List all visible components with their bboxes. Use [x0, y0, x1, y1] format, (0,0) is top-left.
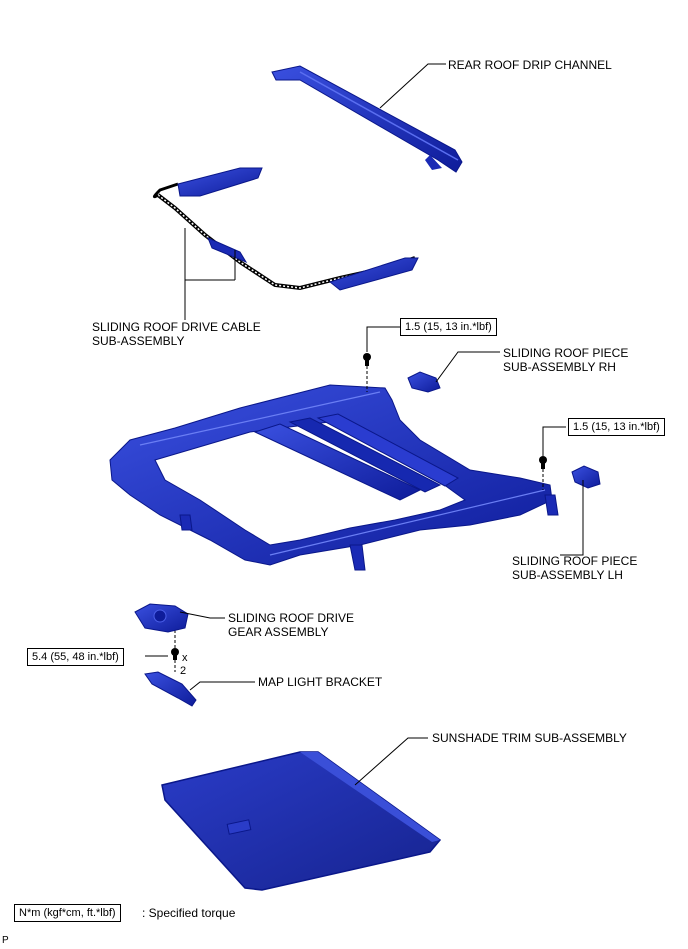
legend-description: : Specified torque	[142, 906, 236, 920]
label-rear-roof-drip-channel: REAR ROOF DRIP CHANNEL	[448, 58, 612, 72]
sliding-roof-frame-part	[109, 384, 559, 571]
label-drive-gear-line1: SLIDING ROOF DRIVE	[228, 611, 355, 625]
drive-cable-leader	[184, 228, 236, 320]
quantity-x: x	[182, 652, 188, 664]
drive-cable-part	[153, 167, 419, 291]
label-piece-lh-line2: SUB-ASSEMBLY LH	[512, 568, 623, 582]
screw-gear	[171, 630, 179, 672]
torque-box-gear-screw: 5.4 (55, 48 in.*lbf)	[27, 648, 124, 666]
drive-gear-part	[134, 603, 189, 633]
sunshade-trim-part	[161, 751, 442, 891]
sliding-roof-piece-rh-part	[407, 371, 441, 393]
footer-code: P	[2, 935, 9, 946]
rear-roof-drip-channel-part	[271, 65, 463, 173]
torque-box-lh-bolt: 1.5 (15, 13 in.*lbf)	[568, 418, 665, 436]
label-piece-lh-line1: SLIDING ROOF PIECE	[512, 554, 638, 568]
label-drive-gear-line2: GEAR ASSEMBLY	[228, 625, 329, 639]
label-piece-rh-line2: SUB-ASSEMBLY RH	[503, 360, 616, 374]
leader-lines	[145, 63, 584, 786]
label-map-light-bracket: MAP LIGHT BRACKET	[258, 675, 383, 689]
legend-unit-box: N*m (kgf*cm, ft.*lbf)	[14, 904, 121, 922]
sliding-roof-piece-lh-part	[571, 465, 601, 489]
label-sunshade-trim: SUNSHADE TRIM SUB-ASSEMBLY	[432, 731, 627, 745]
label-piece-rh-line1: SLIDING ROOF PIECE	[503, 346, 629, 360]
quantity-count: 2	[180, 665, 187, 677]
map-light-bracket-part	[144, 671, 197, 707]
label-drive-cable-line2: SUB-ASSEMBLY	[92, 334, 185, 348]
bolt-rh	[363, 353, 371, 392]
label-drive-cable-line1: SLIDING ROOF DRIVE CABLE	[92, 320, 261, 334]
bolt-lh	[539, 456, 547, 490]
torque-box-rh-bolt: 1.5 (15, 13 in.*lbf)	[400, 318, 497, 336]
